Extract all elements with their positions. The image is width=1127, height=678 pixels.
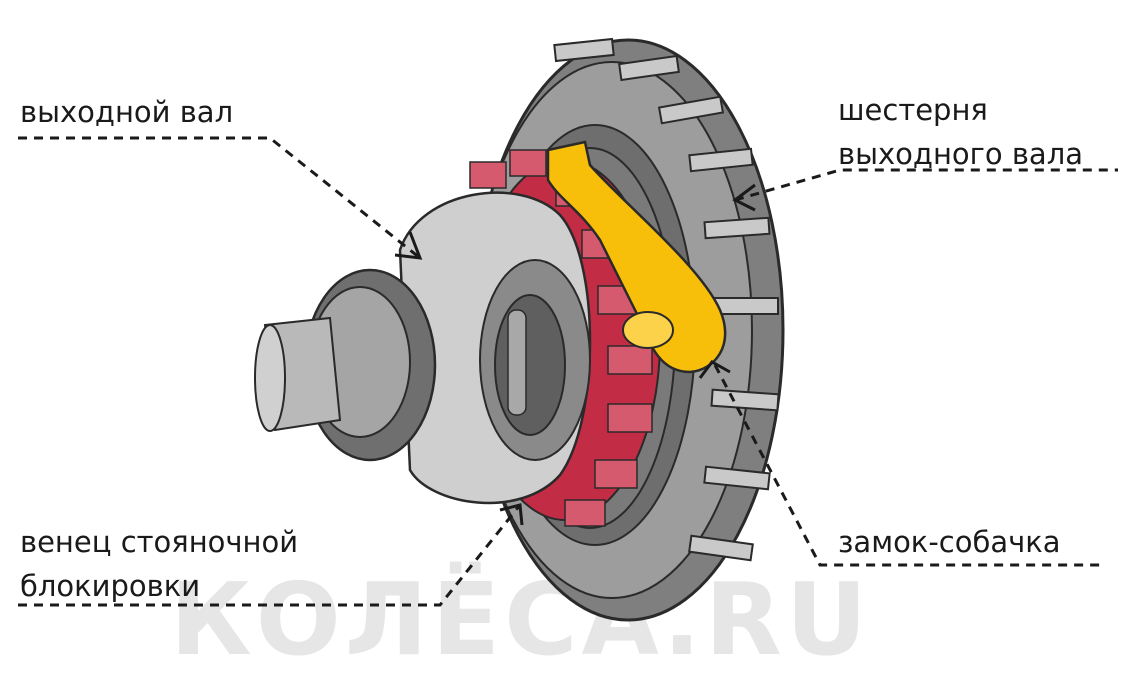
label-output-gear-line1: шестерня [838, 93, 988, 127]
label-parking-ring-line1: венец стояночной [20, 525, 299, 559]
label-parking-ring: венец стояночной блокировки [20, 520, 298, 608]
label-output-shaft: выходной вал [20, 95, 234, 129]
label-output-gear-line2: выходного вала [838, 137, 1084, 171]
hub-housing [398, 191, 592, 505]
label-parking-ring-line2: блокировки [20, 569, 201, 603]
label-output-gear: шестерня выходного вала [838, 88, 1083, 176]
parking-pawl [546, 140, 727, 374]
label-pawl: замок-собачка [838, 525, 1061, 559]
watermark-logo: КОЛЁСА.RU [170, 561, 872, 678]
output-shaft [254, 268, 437, 462]
